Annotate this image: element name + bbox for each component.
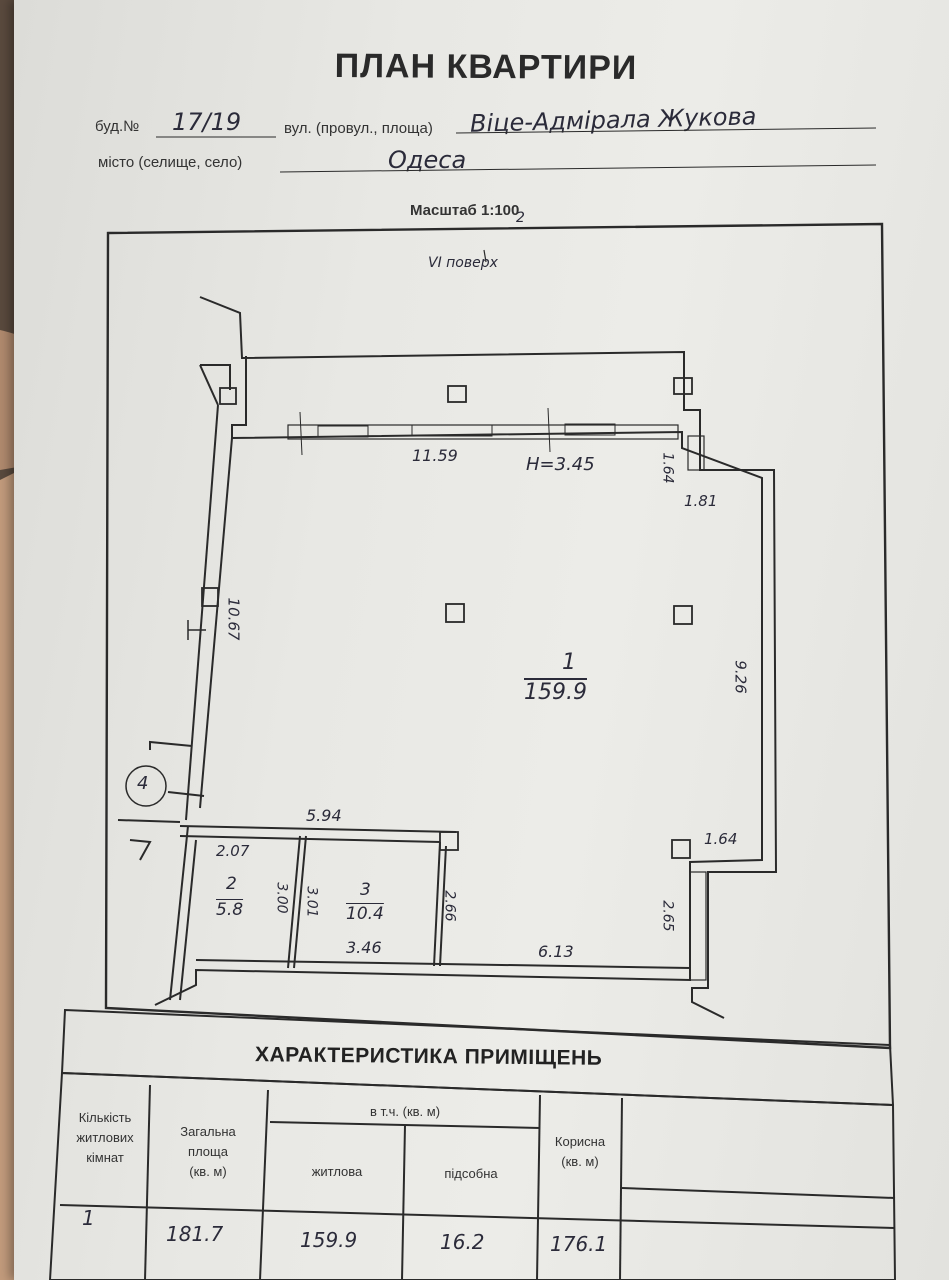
dim-height: H=3.45 [526,454,595,475]
col-useful-header: Корисна (кв. м) [554,1134,606,1170]
dim-bottom: 6.13 [538,942,574,961]
dim-top: 11.59 [412,446,458,465]
floor-label: VI поверх [428,255,498,271]
entrance-marker: 4 [137,773,149,794]
col-incl-header: в т.ч. (кв. м) [369,1104,441,1119]
room3-number: 3 [360,880,371,900]
document-sheet [14,0,949,1280]
room2-area: 5.8 [216,900,244,920]
scale-correction: 2 [516,210,525,226]
building-label: буд.№ [95,118,140,135]
dim-room3-left: 3.01 [303,886,320,918]
city-name: Одеса [388,146,467,174]
room3-area: 10.4 [346,904,384,924]
characteristics-title: ХАРАКТЕРИСТИКА ПРИМІЩЕНЬ [254,1043,603,1070]
cell-rooms: 1 [82,1206,95,1230]
city-label: місто (селище, село) [98,154,243,171]
dim-room3-width: 3.46 [346,938,382,957]
dim-bottom-right-horizontal: 1.64 [704,830,738,848]
dim-room2-width: 2.07 [216,842,250,860]
col-total-header: Загальна площа (кв. м) [180,1124,236,1180]
dim-bottom-right-vertical: 2.65 [659,900,676,932]
room1-area: 159.9 [524,680,587,705]
dim-mid: 5.94 [306,806,342,825]
cell-living: 159.9 [300,1228,358,1252]
room1-number: 1 [562,650,576,675]
cell-aux: 16.2 [440,1230,485,1254]
dim-room2-height: 3.00 [273,882,290,914]
dim-niche-horizontal: 1.81 [684,492,718,510]
dim-left: 10.67 [224,597,243,641]
building-number: 17/19 [172,108,242,136]
room2-number: 2 [226,874,237,894]
scale-label: Масштаб 1:100 [410,202,520,219]
col-aux-header: підсобна [444,1166,498,1181]
cell-total: 181.7 [166,1222,224,1246]
col-living-header: житлова [311,1164,363,1179]
dim-room3-right: 2.66 [441,890,458,922]
dim-niche-vertical: 1.64 [659,452,676,484]
dim-right: 9.26 [731,660,750,694]
col-rooms-header: Кількість житлових кімнат [76,1110,134,1166]
cell-useful: 176.1 [550,1232,608,1256]
street-label: вул. (провул., площа) [284,120,433,137]
